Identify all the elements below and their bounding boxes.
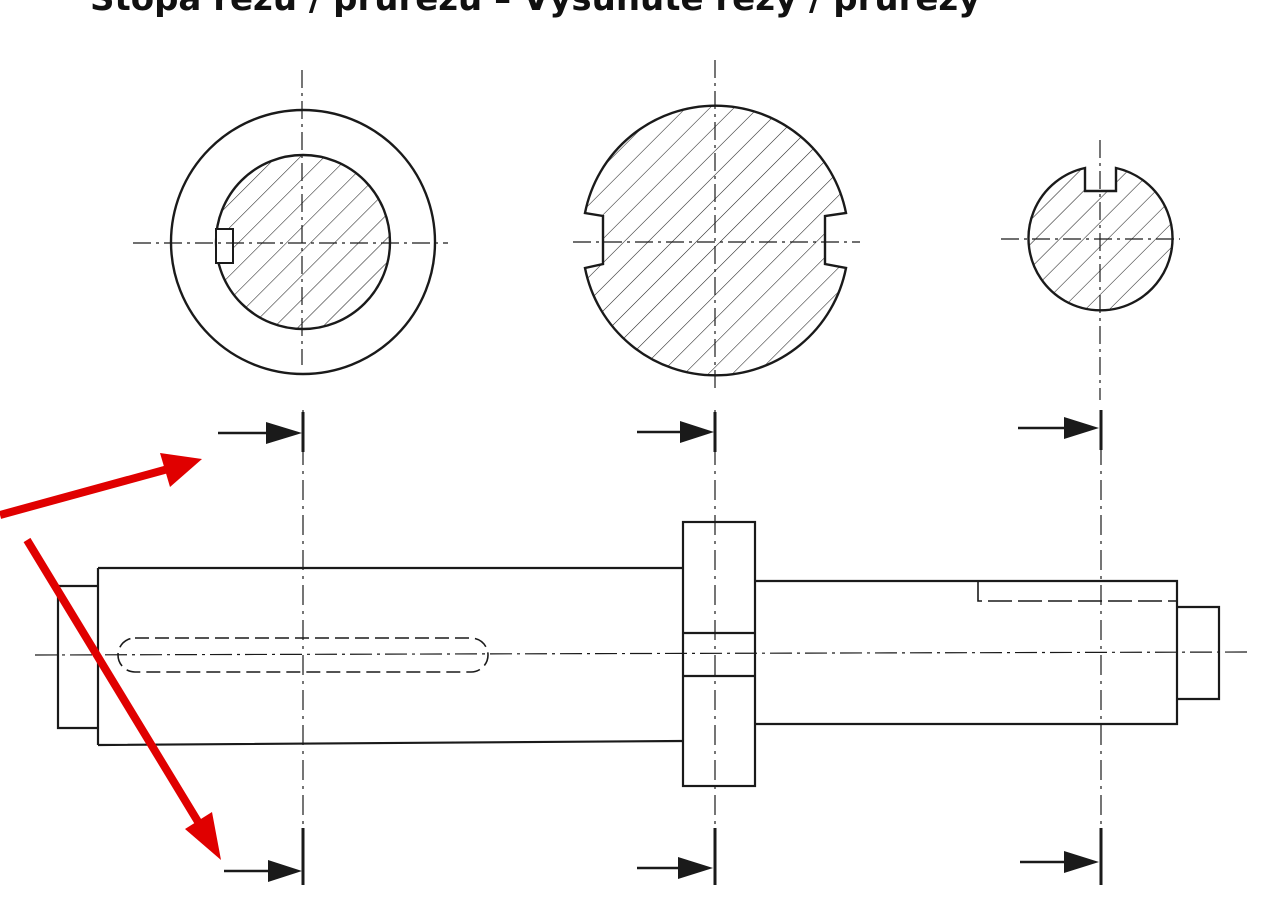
- view-arrow-top-1: [218, 422, 302, 444]
- section-1-hatch: [216, 155, 390, 329]
- left-stub: [56, 584, 98, 730]
- view-arrow-top-2: [637, 421, 714, 443]
- pointer-arrows: [0, 453, 221, 860]
- removed-section-3: [1001, 140, 1180, 400]
- section-1-outer-ring: [169, 108, 437, 376]
- main-axis: [34, 651, 1249, 656]
- pointer-arrow-down: [23, 537, 221, 860]
- slide-title: Stopa řezu / průřezu – Vysunuté řezy / p…: [90, 0, 980, 19]
- pointer-arrow-up: [0, 453, 202, 519]
- section-plane-thick-ends: [301, 410, 1103, 885]
- right-shaft-body: [755, 579, 1179, 726]
- view-arrow-bottom-1: [224, 860, 302, 882]
- left-shaft-body: [96, 566, 684, 747]
- view-arrow-top-3: [1018, 417, 1099, 439]
- view-arrow-bottom-3: [1020, 851, 1099, 873]
- removed-section-2: [573, 60, 860, 392]
- section-plane-traces: [302, 410, 1102, 885]
- right-stub: [1177, 605, 1221, 701]
- key-seat: [977, 581, 1177, 602]
- view-arrow-bottom-2: [637, 857, 713, 879]
- section-3-outline: [1027, 166, 1174, 312]
- collar: [681, 520, 757, 788]
- removed-section-1: [133, 70, 448, 376]
- view-direction-arrows: [218, 417, 1099, 882]
- section-2-outline: [583, 104, 848, 377]
- section-1-keyway: [215, 228, 234, 264]
